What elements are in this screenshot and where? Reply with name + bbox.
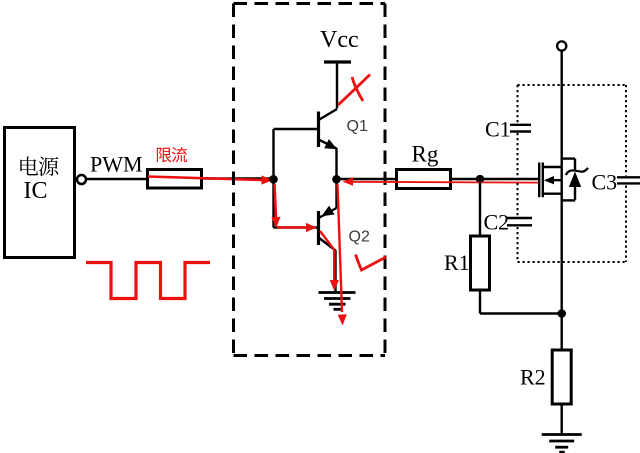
svg-text:R1: R1 xyxy=(444,250,470,275)
svg-text:C2: C2 xyxy=(484,210,510,235)
svg-text:Vcc: Vcc xyxy=(320,27,359,53)
svg-text:C3: C3 xyxy=(592,170,618,195)
svg-text:C1: C1 xyxy=(485,117,511,142)
svg-text:PWM: PWM xyxy=(90,152,143,177)
svg-text:Q1: Q1 xyxy=(347,118,368,135)
svg-text:IC: IC xyxy=(24,178,48,204)
svg-text:Rg: Rg xyxy=(412,142,439,167)
svg-text:Q2: Q2 xyxy=(349,229,370,246)
svg-text:R2: R2 xyxy=(520,365,546,390)
